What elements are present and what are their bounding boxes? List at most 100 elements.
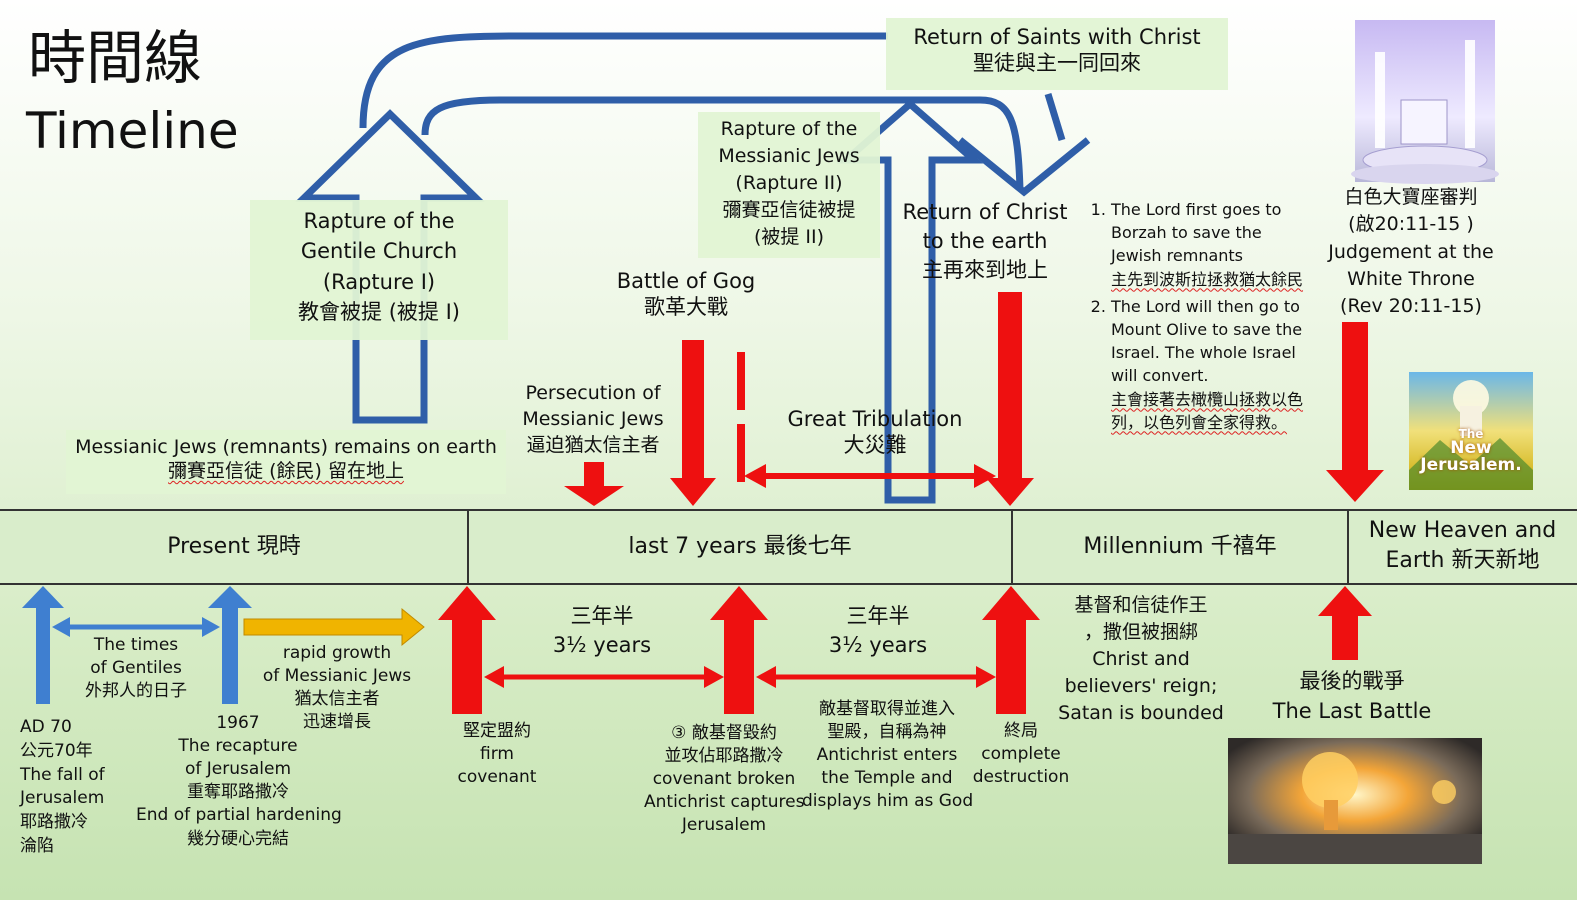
return-arc-inner [421, 96, 1024, 191]
new-heaven-line: Earth 新天新地 [1385, 547, 1540, 573]
gentiles-right-head [202, 617, 220, 637]
note-en: The Lord first goes to Borzah to save th… [1111, 200, 1282, 266]
gog-label: Battle of Gog 歌革大戰 [600, 268, 772, 321]
remnants-zh: 彌賽亞信徒 (餘民) 留在地上 [168, 459, 404, 482]
growth-line: 猶太信主者 [294, 689, 380, 710]
reign-label: 基督和信徒作王 ，撒但被捆綁 Christ and believers' rei… [1052, 592, 1230, 727]
growth-right-arrow [243, 607, 425, 647]
covenant-line: firm [480, 744, 514, 765]
tribulation-label: Great Tribulation 大災難 [770, 406, 980, 459]
rapture2-up-arrow [836, 99, 984, 504]
destruction-up-arrow [982, 586, 1040, 714]
half1-label: 三年半 3½ years [522, 602, 682, 661]
saints-down-stem [1044, 92, 1066, 142]
rapture1-line: (Rapture I) [322, 269, 436, 294]
rapture1-box [250, 200, 508, 340]
reign-line: Satan is bounded [1058, 701, 1224, 724]
christ-return-line: 主再來到地上 [922, 257, 1048, 282]
note-zh: 主先到波斯拉拯救猶太餘民 [1111, 269, 1304, 289]
covenant-up-arrow [438, 586, 496, 714]
white-throne-line: Judgement at the [1328, 240, 1494, 263]
broken-line: Antichrist captures [644, 792, 805, 813]
growth-line: rapid growth [282, 643, 392, 663]
persecution-line: 逼迫猶太信主者 [526, 434, 660, 457]
tribulation-zh: 大災難 [843, 433, 907, 458]
temple-line: the Temple and [821, 768, 953, 789]
period-last-seven-years: last 7 years 最後七年 [628, 534, 852, 559]
covenant-label: 堅定盟約 firm covenant [436, 720, 558, 789]
half2-left-head [756, 666, 776, 688]
half2-label: 三年半 3½ years [798, 602, 958, 661]
rapture2-line: 彌賽亞信徒被提 [722, 198, 856, 221]
note-en: The Lord will then go to Mount Olive to … [1111, 296, 1303, 386]
note-item: The Lord will then go to Mount Olive to … [1111, 295, 1315, 434]
last-battle-en: The Last Battle [1272, 699, 1432, 724]
rapture2-line: Messianic Jews [718, 144, 860, 167]
growth-line: of Messianic Jews [262, 666, 412, 687]
last-battle-picture [1228, 738, 1482, 864]
destruction-line: 終局 [1004, 721, 1038, 741]
ad70-up-arrow [22, 586, 64, 704]
growth-label: rapid growth of Messianic Jews 猶太信主者 迅速增… [256, 642, 418, 734]
new-jerusalem-picture [1409, 372, 1533, 490]
y1967-line: 重奪耶路撒冷 [187, 782, 289, 803]
y1967-line: 幾分硬心完結 [187, 828, 289, 849]
half1-zh: 三年半 [570, 604, 634, 628]
saints-return-en: Return of Saints with Christ [913, 25, 1201, 49]
half1-right-head [704, 666, 724, 688]
rapture1-line: Rapture of the [303, 209, 455, 233]
covenant-broken-label: ③ 敵基督毀約 並攻佔耶路撒冷 covenant broken Antichri… [644, 722, 804, 838]
saints-return-zh: 聖徒與主一同回來 [973, 51, 1141, 76]
ad70-line: AD 70 [20, 717, 72, 737]
period-millennium: Millennium 千禧年 [1083, 534, 1277, 559]
gentiles-line: of Gentiles [90, 658, 182, 679]
gentiles-line: 外邦人的日子 [85, 681, 187, 702]
reign-line: believers' reign; [1064, 674, 1218, 697]
new-heaven-line: New Heaven and [1368, 518, 1557, 543]
covenant-line: covenant [457, 767, 537, 788]
saints-down-arrowhead [957, 137, 1091, 197]
white-throne-line: (啟20:11-15 ) [1348, 213, 1474, 236]
y1967-line: End of partial hardening [136, 805, 342, 826]
notes-list: The Lord first goes to Borzah to save th… [1085, 198, 1315, 438]
return-arc-outer [359, 32, 888, 129]
midpoint-up-arrow [710, 586, 768, 714]
gog-down-arrow [670, 340, 716, 506]
tribulation-en: Great Tribulation [787, 407, 963, 431]
ad70-line: The fall of [20, 764, 105, 785]
persecution-label: Persecution of Messianic Jews 逼迫猶太信主者 [508, 380, 678, 459]
broken-line: ③ 敵基督毀約 [671, 723, 777, 743]
saints-return-label: Return of Saints with Christ 聖徒與主一同回來 [886, 24, 1228, 77]
white-throne-line: (Rev 20:11-15) [1340, 295, 1482, 318]
growth-line: 迅速增長 [303, 712, 371, 733]
ad70-line: 公元70年 [20, 740, 93, 761]
y1967-line: of Jerusalem [184, 759, 292, 780]
christ-return-label: Return of Christ to the earth 主再來到地上 [890, 198, 1080, 285]
rapture1-line: 教會被提 (被提 I) [298, 300, 460, 325]
rapture2-line: (被提 II) [753, 225, 825, 248]
persecution-line: Messianic Jews [522, 408, 664, 431]
reign-line: 基督和信徒作王 [1074, 594, 1208, 616]
persecution-line: Persecution of [525, 382, 661, 404]
gog-en: Battle of Gog [616, 269, 756, 293]
rapture2-line: (Rapture II) [735, 171, 843, 194]
ad70-line: Jerusalem [20, 788, 105, 809]
rapture1-up-arrow [295, 109, 485, 424]
y1967-label: 1967 The recapture of Jerusalem 重奪耶路撒冷 E… [136, 712, 342, 851]
y1967-up-arrow [208, 586, 252, 704]
note-zh: 主會接著去橄欖山拯救以色列，以色列會全家得救。 [1111, 389, 1304, 432]
destruction-line: destruction [972, 767, 1070, 788]
ad70-label: AD 70 公元70年 The fall of Jerusalem 耶路撒冷 淪… [20, 716, 105, 859]
covenant-line: 堅定盟約 [463, 721, 531, 741]
broken-line: 並攻佔耶路撒冷 [664, 746, 784, 767]
half1-en: 3½ years [552, 633, 652, 658]
remnants-box [66, 430, 506, 494]
gentiles-line: The times [93, 635, 179, 655]
ad70-line: 淪陷 [20, 835, 54, 856]
white-throne-picture [1351, 20, 1499, 184]
destruction-label: 終局 complete destruction [970, 720, 1072, 789]
ad70-line: 耶路撒冷 [20, 812, 88, 833]
temple-line: 聖殿，自稱為神 [827, 722, 947, 743]
white-throne-label: 白色大寶座審判 (啟20:11-15 ) Judgement at the Wh… [1316, 184, 1506, 321]
